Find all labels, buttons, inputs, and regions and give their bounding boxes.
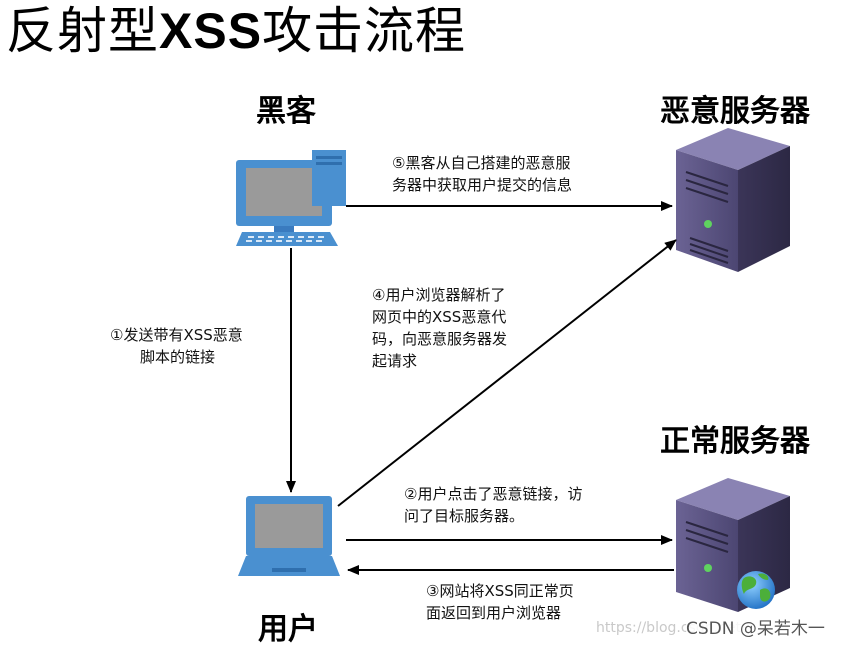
step2-line1: ②用户点击了恶意链接，访	[404, 485, 583, 503]
step5-note: ⑤黑客从自己搭建的恶意服 务器中获取用户提交的信息	[392, 152, 572, 196]
step4-line3: 码，向恶意服务器发	[372, 330, 508, 348]
diagram-title: 反射型XSS攻击流程	[6, 0, 466, 62]
title-suffix: 攻击流程	[262, 2, 467, 60]
hacker-label: 黑客	[256, 94, 316, 129]
step4-line4: 起请求	[372, 352, 418, 370]
step4-line2: 网页中的XSS恶意代	[372, 308, 507, 326]
step2-note: ②用户点击了恶意链接，访 问了目标服务器。	[404, 483, 582, 527]
arrow-step4	[337, 239, 677, 507]
step2-line2: 问了目标服务器。	[404, 507, 525, 525]
globe-icon	[737, 571, 775, 609]
step3-line2: 面返回到用户浏览器	[426, 604, 562, 622]
user-laptop-icon	[238, 496, 340, 576]
title-prefix: 反射型	[6, 2, 159, 60]
step3-note: ③网站将XSS同正常页 面返回到用户浏览器	[426, 580, 574, 624]
watermark-credit: CSDN @呆若木一	[686, 614, 825, 639]
malicious-server-icon	[676, 128, 790, 272]
hacker-computer-icon	[236, 150, 346, 246]
step1-note: ①发送带有XSS恶意 脚本的链接	[110, 324, 243, 368]
title-xss: XSS	[159, 3, 263, 59]
step5-line1: ⑤黑客从自己搭建的恶意服	[392, 154, 571, 172]
malicious-server-label: 恶意服务器	[660, 94, 810, 129]
step1-line1: ①发送带有XSS恶意	[110, 326, 243, 344]
step5-line2: 务器中获取用户提交的信息	[392, 176, 573, 194]
normal-server-label: 正常服务器	[660, 424, 810, 459]
normal-server-icon	[676, 478, 790, 612]
step1-line2: 脚本的链接	[140, 348, 216, 366]
user-label: 用户	[258, 612, 318, 647]
step3-line1: ③网站将XSS同正常页	[426, 582, 574, 600]
step4-line1: ④用户浏览器解析了	[372, 286, 506, 304]
step4-note: ④用户浏览器解析了 网页中的XSS恶意代 码，向恶意服务器发 起请求	[372, 284, 507, 372]
